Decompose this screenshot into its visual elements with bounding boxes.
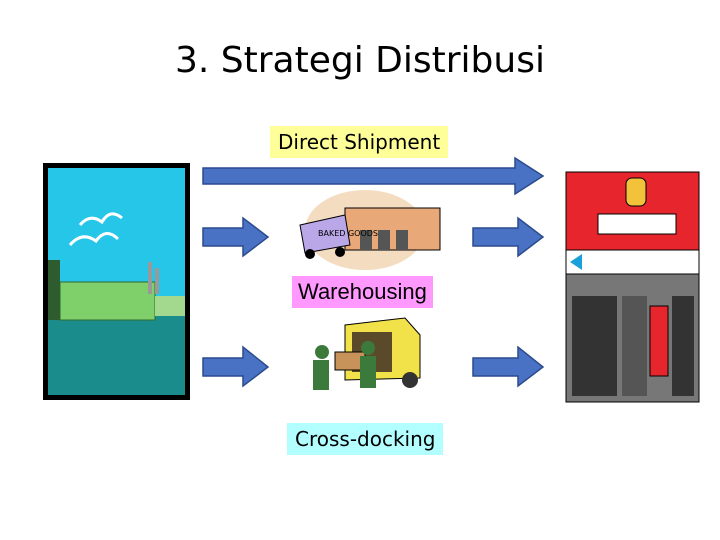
cross-docking-label: Cross-docking [287,423,444,455]
cross-docking-truck-icon [313,317,421,390]
warehouse-sign: BAKED GOODS [318,229,378,238]
retail-store-image [565,171,700,403]
arrow-to-crossdock [202,345,270,388]
warehouse-icon: BAKED GOODS [299,190,441,270]
arrow-warehouse-to-store [472,216,545,258]
page-title: 3. Strategi Distribusi [174,40,545,81]
arrow-crossdock-to-store [472,345,545,388]
warehousing-label: Warehousing [292,276,433,308]
direct-arrow [202,156,545,196]
direct-shipment-label: Direct Shipment [270,126,449,158]
arrow-to-warehouse [202,216,270,258]
factory-image [43,163,190,400]
